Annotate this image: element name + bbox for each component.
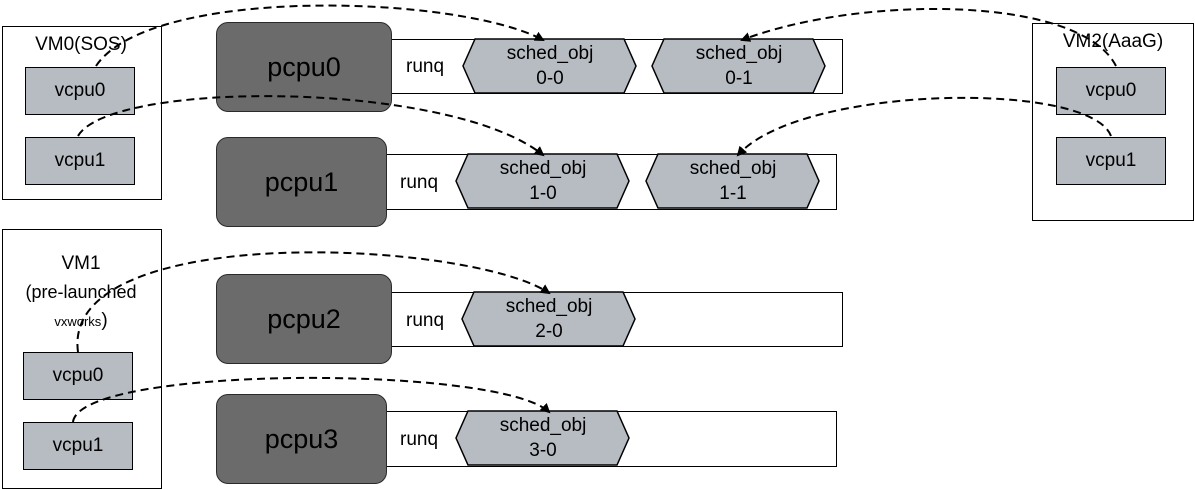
vm0-box: VM0(SOS) vcpu0 vcpu1 — [2, 26, 162, 200]
vm0-vcpu0: vcpu0 — [25, 67, 135, 115]
vm2-box: VM2(AaaG) vcpu0 vcpu1 — [1032, 23, 1194, 221]
sched-obj-3-0: sched_obj 3-0 — [455, 410, 631, 466]
sched-obj-0-1: sched_obj 0-1 — [651, 38, 827, 94]
pcpu1: pcpu1 — [216, 137, 387, 227]
vm1-subtitle: (pre-launched — [25, 282, 137, 302]
sched-obj-label: sched_obj — [499, 158, 587, 179]
hexagon-shape — [455, 153, 630, 209]
pcpu2-runq-label: runq — [406, 310, 445, 331]
vm2-vcpu1: vcpu1 — [1056, 137, 1166, 185]
pcpu0-runq-label: runq — [406, 56, 445, 77]
hexagon-shape — [455, 410, 630, 466]
vm1-vcpu1: vcpu1 — [23, 422, 133, 470]
sched-obj-id: 1-0 — [529, 183, 557, 204]
vm0-vcpu1: vcpu1 — [25, 137, 135, 185]
sched-obj-0-0: sched_obj 0-0 — [462, 38, 638, 94]
pcpu2: pcpu2 — [216, 274, 392, 364]
sched-obj-label: sched_obj — [506, 43, 594, 64]
sched-obj-label: sched_obj — [505, 296, 593, 317]
sched-obj-label: sched_obj — [695, 43, 783, 64]
vm1-os-name: vxworks — [54, 314, 102, 329]
sched-obj-id: 0-0 — [536, 68, 564, 89]
vm2-title: VM2(AaaG) — [1062, 31, 1164, 52]
sched-obj-id: 3-0 — [529, 440, 557, 461]
vm1-os-paren: ) — [101, 310, 108, 331]
vm1-vcpu0: vcpu0 — [23, 352, 133, 400]
vm1-box: VM1 (pre-launched vxworks) vcpu0 vcpu1 — [2, 229, 162, 489]
sched-obj-label: sched_obj — [689, 158, 777, 179]
vm1-subtitle-os: vxworks) — [3, 310, 159, 332]
pcpu3: pcpu3 — [216, 394, 387, 484]
pcpu0: pcpu0 — [216, 22, 392, 112]
sched-obj-1-0: sched_obj 1-0 — [455, 153, 631, 209]
sched-obj-1-1: sched_obj 1-1 — [645, 153, 821, 209]
vm1-title: VM1 — [61, 253, 101, 274]
vm0-title: VM0(SOS) — [35, 34, 127, 55]
pcpu3-runq-label: runq — [400, 429, 439, 450]
vm2-vcpu0: vcpu0 — [1056, 67, 1166, 115]
sched-obj-label: sched_obj — [499, 415, 587, 436]
sched-obj-2-0: sched_obj 2-0 — [461, 291, 637, 347]
sched-obj-id: 1-1 — [719, 183, 747, 204]
sched-obj-id: 0-1 — [725, 68, 753, 89]
sched-obj-id: 2-0 — [535, 321, 563, 342]
pcpu1-runq-label: runq — [400, 172, 439, 193]
